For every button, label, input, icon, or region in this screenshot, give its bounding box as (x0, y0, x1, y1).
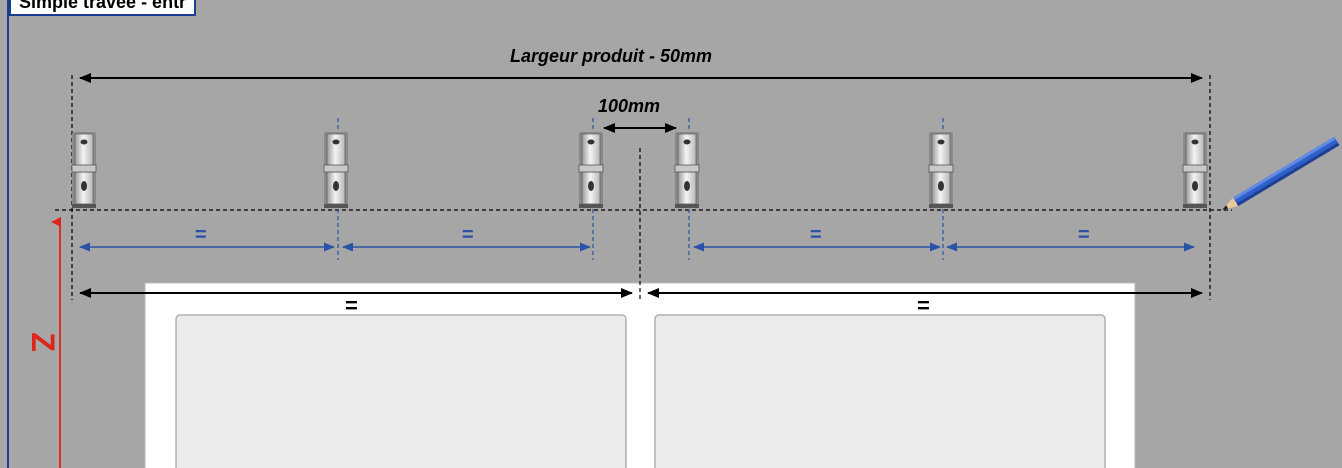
bracket-icon (1182, 132, 1208, 208)
window-panel-right (654, 314, 1106, 468)
equal-label-blue-4: = (1078, 224, 1090, 246)
equal-label-blue-2: = (462, 224, 474, 246)
brackets (71, 132, 1208, 208)
bracket-icon (674, 132, 700, 208)
equal-label-blue-1: = (195, 224, 207, 246)
window-panel-left (175, 314, 627, 468)
pencil-icon (1222, 136, 1340, 210)
window-frame (144, 282, 1136, 468)
equal-label-black-2: = (917, 293, 930, 318)
equal-label-black-1: = (345, 293, 358, 318)
bracket-icon (578, 132, 604, 208)
bracket-icon (71, 132, 97, 208)
z-axis-label: Z (25, 332, 61, 352)
overall-width-label: Largeur produit - 50mm (510, 46, 713, 66)
bracket-center-lines (337, 118, 944, 260)
equal-label-blue-3: = (810, 224, 822, 246)
gap-label: 100mm (598, 96, 661, 116)
bracket-icon (323, 132, 349, 208)
bracket-icon (928, 132, 954, 208)
page-title: Simple travée - entr (9, 0, 197, 16)
